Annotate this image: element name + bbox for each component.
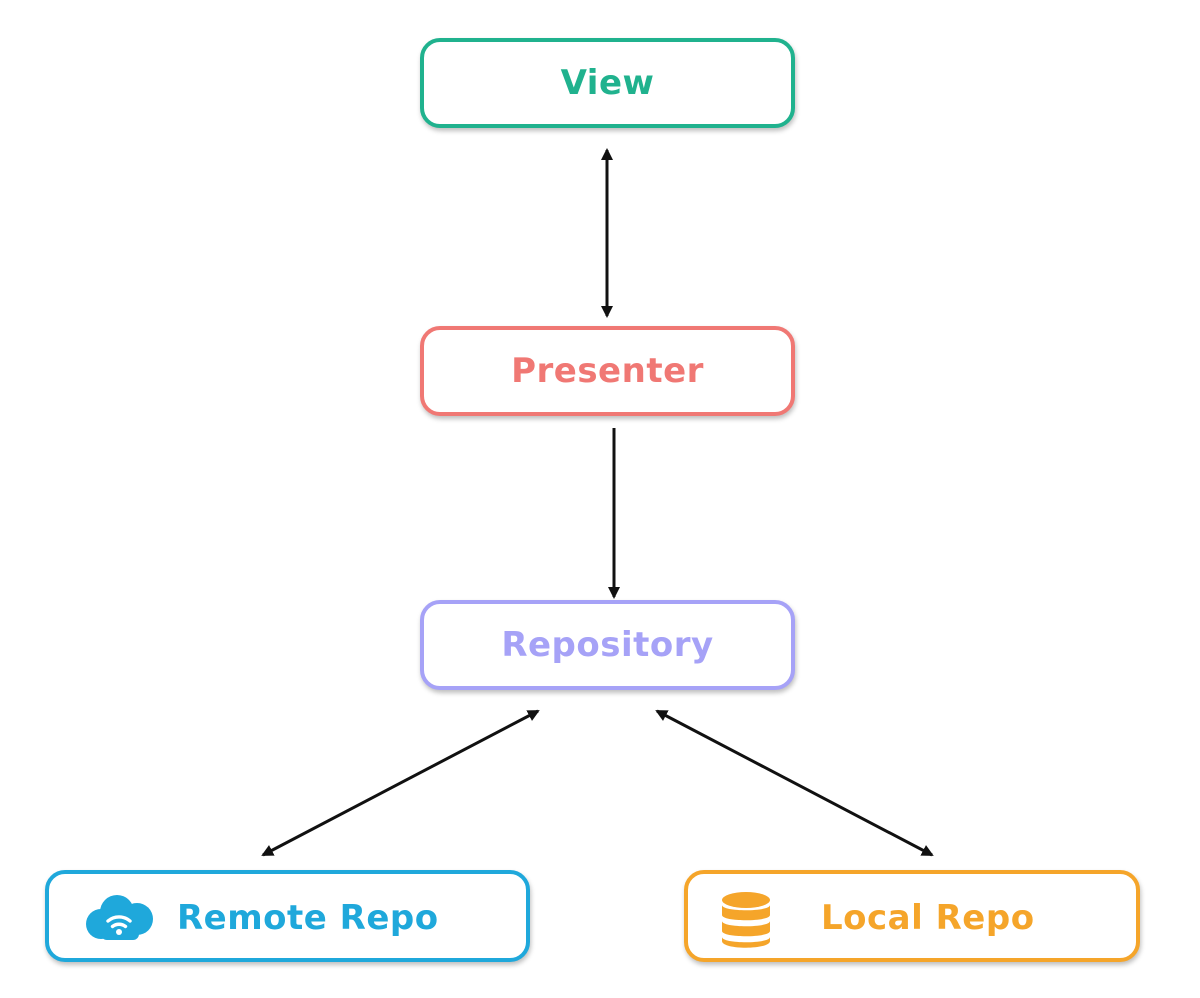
arrow-repository-local bbox=[655, 709, 934, 857]
repository-label: Repository bbox=[501, 625, 714, 665]
remote-repo-label: Remote Repo bbox=[177, 898, 439, 938]
presenter-label: Presenter bbox=[511, 351, 704, 391]
remote-repo-node: Remote Repo bbox=[45, 870, 530, 962]
view-label: View bbox=[560, 63, 655, 103]
repository-node: Repository bbox=[420, 600, 795, 690]
view-node: View bbox=[420, 38, 795, 128]
wifi-cloud-icon bbox=[86, 895, 153, 940]
presenter-node: Presenter bbox=[420, 326, 795, 416]
local-repo-label: Local Repo bbox=[821, 898, 1035, 938]
arrow-repository-remote bbox=[261, 709, 540, 857]
local-repo-node: Local Repo bbox=[684, 870, 1140, 962]
database-icon bbox=[722, 892, 770, 948]
